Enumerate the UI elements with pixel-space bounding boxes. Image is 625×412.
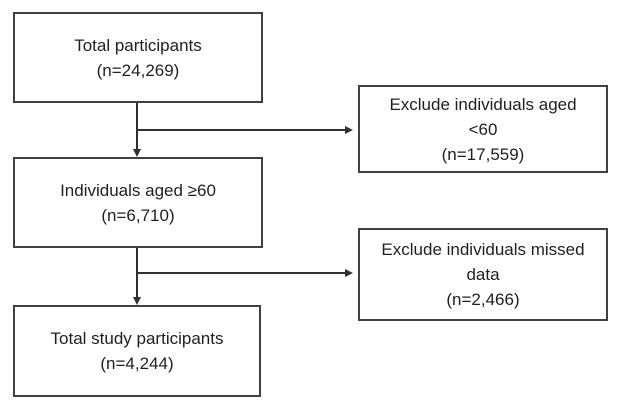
node-line: Exclude individuals aged xyxy=(389,94,577,114)
node-line: (n=2,466) xyxy=(446,290,520,309)
node-total-study-participants: Total study participants (n=4,244) xyxy=(13,305,261,397)
connector-line-total-to-aged xyxy=(136,103,138,151)
node-individuals-aged-60-plus: Individuals aged ≥60 (n=6,710) xyxy=(13,157,263,248)
node-line: data xyxy=(466,265,500,284)
node-line: (n=6,710) xyxy=(101,205,175,225)
node-line: (n=17,559) xyxy=(441,144,525,164)
connector-line-to-exclude-aged xyxy=(136,129,345,131)
node-line: Total participants xyxy=(74,35,202,55)
node-line: Total study participants xyxy=(50,329,224,348)
arrow-down-icon xyxy=(132,297,141,305)
node-line: Exclude individuals missed xyxy=(381,240,585,259)
node-total-participants: Total participants (n=24,269) xyxy=(13,12,263,103)
node-line: (n=24,269) xyxy=(96,60,180,80)
node-line: (n=4,244) xyxy=(100,354,174,373)
arrow-right-icon xyxy=(345,125,353,134)
arrow-right-icon xyxy=(345,268,353,277)
node-exclude-missed-data: Exclude individuals missed data (n=2,466… xyxy=(358,228,608,321)
connector-line-to-exclude-missed xyxy=(136,272,345,274)
node-exclude-aged-under-60: Exclude individuals aged <60 (n=17,559) xyxy=(358,85,608,173)
arrow-down-icon xyxy=(132,149,141,157)
node-line: Individuals aged ≥60 xyxy=(60,180,216,200)
node-line: <60 xyxy=(468,119,498,139)
